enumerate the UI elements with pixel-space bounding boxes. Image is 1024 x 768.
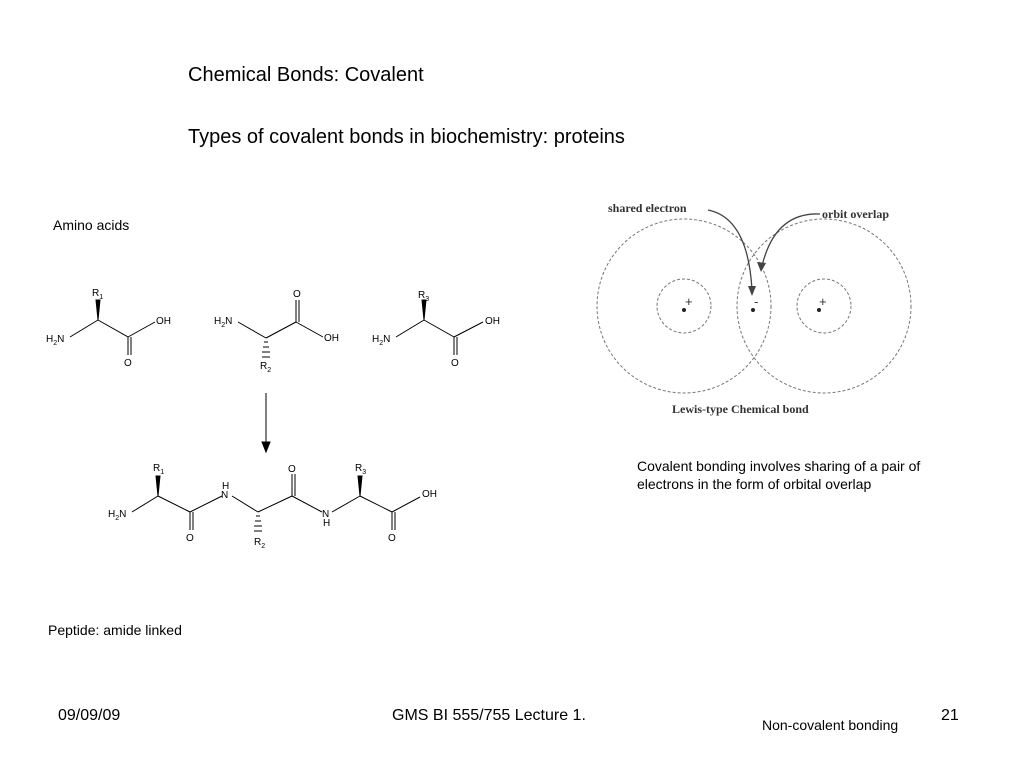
bond [395, 319, 425, 338]
orbit-overlap-arrow [761, 213, 821, 267]
atom-label-h2n: H2N [108, 509, 126, 522]
lewis-bond-diagram: + + - shared electron orbit overlap Lewi… [596, 201, 912, 416]
slide-number: 21 [941, 707, 959, 724]
atom-label-o: O [288, 464, 296, 475]
atom-label-o: O [124, 358, 132, 369]
amino-acids-label: Amino acids [53, 217, 130, 233]
bond [231, 495, 259, 513]
right-plus-sign: + [819, 294, 827, 309]
bond [189, 495, 223, 513]
covalent-caption: Covalent bonding involves sharing of a p… [637, 458, 921, 492]
atom-label-oh: OH [422, 489, 437, 500]
bond [391, 496, 421, 513]
bond [453, 321, 484, 338]
bond [237, 321, 267, 339]
atom-label-o: O [451, 358, 459, 369]
slide-title: Chemical Bonds: Covalent [188, 64, 424, 86]
shared-electron-arrowhead [748, 286, 756, 296]
atom-label-n: N [221, 490, 228, 501]
left-inner-orbit [656, 278, 712, 334]
atom-label-h: H [323, 518, 330, 529]
atom-label-oh: OH [156, 316, 171, 327]
slide-subtitle: Types of covalent bonds in biochemistry:… [188, 126, 625, 148]
bond [265, 321, 297, 339]
atom-label-h2n: H2N [46, 334, 64, 347]
footer-date: 09/09/09 [58, 707, 121, 724]
shared-electron-dot [751, 308, 755, 312]
wedge-bond [95, 299, 101, 321]
lewis-bond-label: Lewis-type Chemical bond [672, 402, 809, 416]
bond [331, 495, 361, 513]
bond [257, 495, 293, 513]
minus-sign: - [754, 294, 758, 309]
atom-label-oh: OH [485, 316, 500, 327]
right-inner-orbit [796, 278, 852, 334]
bond [295, 321, 324, 338]
left-nucleus [682, 308, 686, 312]
atom-label-h2n: H2N [372, 334, 390, 347]
wedge-bond [155, 475, 161, 497]
bond [359, 495, 393, 513]
atom-label-h2n: H2N [214, 316, 232, 329]
atom-label-r3: R3 [355, 463, 366, 476]
atom-label-r3: R3 [418, 290, 429, 303]
left-plus-sign: + [685, 294, 693, 309]
right-outer-orbit [736, 218, 912, 394]
bond [423, 319, 455, 338]
atom-label-oh: OH [324, 333, 339, 344]
right-nucleus [817, 308, 821, 312]
bond [127, 321, 156, 338]
bond [157, 495, 191, 513]
non-covalent-bonding-link[interactable]: Non-covalent bonding [762, 717, 899, 733]
atom-label-o: O [388, 533, 396, 544]
bond [131, 495, 159, 513]
shared-electron-arrow [707, 209, 753, 291]
wedge-bond [421, 299, 427, 321]
orbit-overlap-label: orbit overlap [822, 207, 889, 221]
peptide-label: Peptide: amide linked [48, 622, 182, 638]
bond [69, 319, 99, 338]
shared-electron-label: shared electron [608, 201, 687, 215]
atom-label-o: O [293, 289, 301, 300]
bond [291, 495, 323, 513]
atom-label-n: N [322, 509, 329, 520]
atom-label-r1: R1 [92, 288, 103, 301]
reaction-arrow-head [261, 441, 271, 454]
atom-label-r2: R2 [254, 537, 265, 550]
wedge-bond [357, 475, 363, 497]
atom-label-o: O [186, 533, 194, 544]
footer-course: GMS BI 555/755 Lecture 1. [392, 707, 586, 724]
left-outer-orbit [596, 218, 772, 394]
atom-label-h: H [222, 481, 229, 492]
orbit-overlap-arrowhead [757, 262, 766, 272]
bond [97, 319, 129, 338]
atom-label-r2: R2 [260, 361, 271, 374]
atom-label-r1: R1 [153, 463, 164, 476]
chemical-structures: H2N R1 OH O H2N O OH R2 H2N R3 OH O H2N … [46, 288, 500, 550]
